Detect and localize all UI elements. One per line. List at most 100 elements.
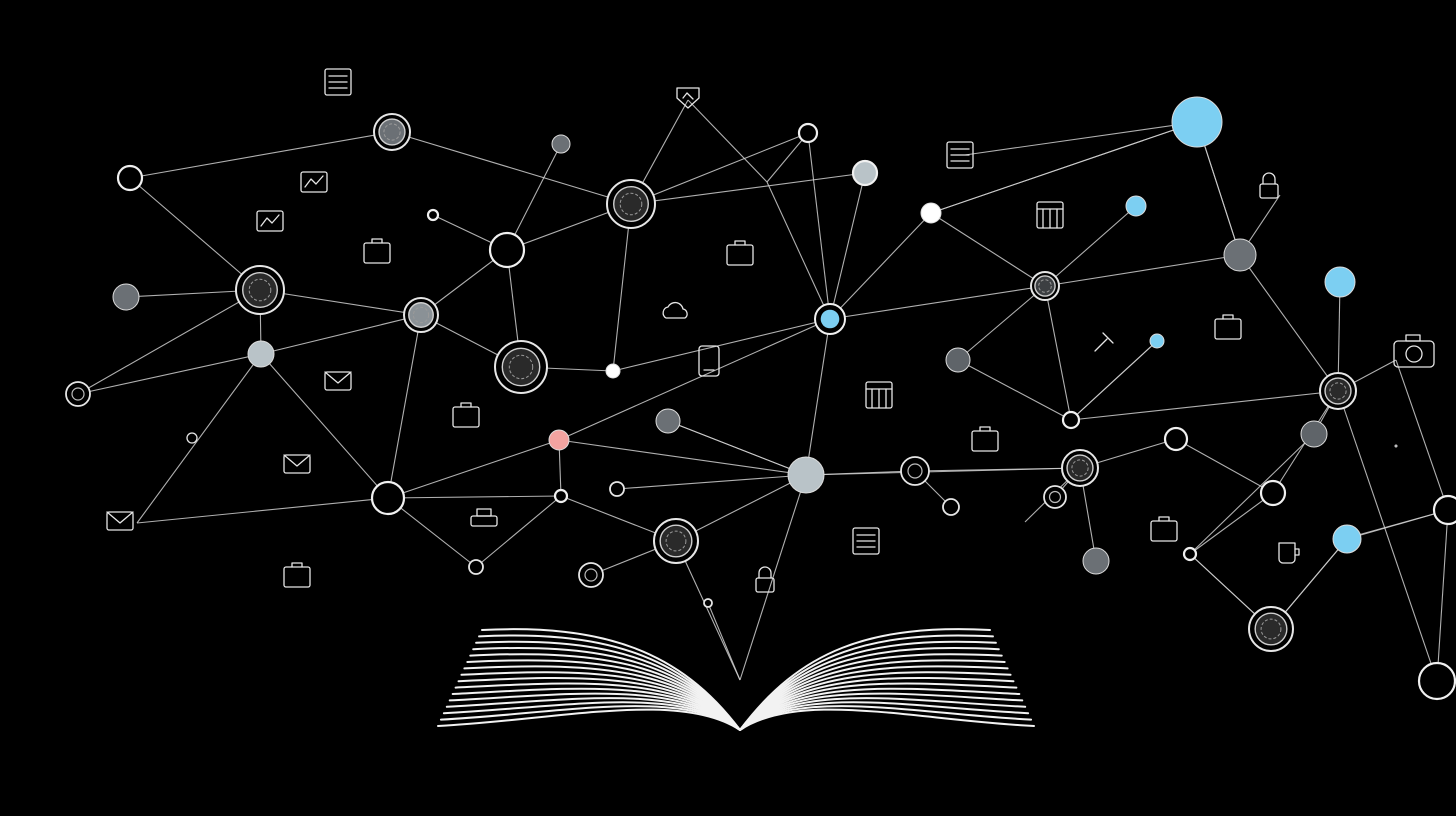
phone-icon: [698, 345, 720, 377]
book-page-line: [448, 692, 741, 731]
network-edge: [259, 289, 422, 316]
book-page-line: [739, 682, 1018, 731]
network-node: [494, 340, 548, 394]
network-edge: [667, 420, 807, 476]
network-node: [1259, 479, 1287, 507]
network-node: [116, 164, 144, 192]
network-edge: [957, 285, 1046, 361]
network-edge: [558, 439, 807, 476]
network-node: [1417, 661, 1456, 701]
network-edge: [707, 602, 741, 681]
network-node: [488, 231, 526, 269]
chart-icon: [300, 171, 328, 193]
network-edge: [1395, 359, 1449, 511]
network-edge: [829, 172, 866, 320]
network-node: [787, 456, 825, 494]
network-edge: [675, 474, 807, 542]
network-node: [1061, 410, 1081, 430]
mail-icon: [283, 454, 311, 474]
network-node: [1182, 546, 1198, 562]
network-edge: [136, 353, 262, 524]
network-edge: [136, 497, 389, 524]
document-icon: [946, 141, 974, 169]
network-node: [606, 179, 656, 229]
camera-icon: [1393, 334, 1435, 368]
book-page-line: [445, 697, 741, 731]
book-page-line: [739, 708, 1035, 731]
network-edge: [1337, 390, 1438, 682]
network-node: [1300, 420, 1328, 448]
calendar-icon: [1036, 201, 1064, 229]
network-edge: [1044, 285, 1072, 421]
network-edge: [506, 143, 562, 251]
network-node: [1248, 606, 1294, 652]
network-node: [247, 340, 275, 368]
network-node: [1432, 494, 1456, 526]
network-edge: [1070, 340, 1158, 421]
network-edge: [1239, 254, 1339, 392]
network-node: [1125, 195, 1147, 217]
network-edge: [1189, 433, 1315, 555]
network-edge: [129, 177, 261, 291]
book-page-line: [442, 701, 741, 731]
network-node: [703, 598, 713, 608]
network-edge: [807, 132, 831, 320]
briefcase-icon: [1214, 314, 1242, 340]
network-edge: [475, 495, 562, 568]
network-edge: [129, 131, 393, 179]
network-edge: [1044, 254, 1241, 287]
book-page-line: [739, 676, 1015, 731]
network-node: [920, 202, 942, 224]
book-page-line: [739, 701, 1030, 731]
book-page-line: [439, 705, 741, 731]
network-node: [578, 562, 604, 588]
network-edge: [829, 285, 1046, 320]
network-node: [1082, 547, 1110, 575]
cup-icon: [1278, 542, 1300, 564]
network-node: [1394, 444, 1398, 448]
hammer-icon: [1094, 332, 1114, 352]
network-node: [551, 134, 571, 154]
network-node: [548, 429, 570, 451]
network-edge: [1189, 492, 1274, 555]
network-node: [1043, 485, 1067, 509]
document-icon: [852, 527, 880, 555]
network-node: [655, 408, 681, 434]
network-edge: [630, 132, 809, 205]
network-edge: [957, 359, 1072, 421]
network-node: [112, 283, 140, 311]
network-edge: [914, 467, 1081, 472]
network-node: [1223, 238, 1257, 272]
network-edge: [675, 540, 741, 681]
network-node: [851, 159, 879, 187]
network-edge: [1044, 205, 1137, 287]
network-edge: [260, 353, 389, 499]
open-book-icon: [437, 628, 1035, 731]
network-node: [65, 381, 91, 407]
network-node: [553, 488, 569, 504]
network-node: [426, 208, 440, 222]
network-edge: [387, 314, 422, 499]
network-edge: [558, 318, 831, 441]
network-icons: [106, 68, 1435, 593]
network-edge: [387, 439, 560, 499]
book-page-line: [451, 687, 741, 731]
network-node: [1319, 372, 1357, 410]
folder-icon: [363, 238, 391, 264]
network-node: [1163, 426, 1189, 452]
network-edge: [829, 212, 932, 320]
book-page-line: [739, 705, 1033, 731]
network-node: [653, 518, 699, 564]
book-page-line: [457, 676, 741, 731]
folder-icon: [283, 562, 311, 588]
book-page-line: [739, 687, 1021, 731]
bag-icon: [452, 402, 480, 428]
network-edge: [964, 121, 1198, 156]
network-edge: [766, 132, 809, 183]
network-edge: [930, 121, 1198, 214]
network-node: [609, 481, 625, 497]
network-node: [370, 480, 406, 516]
envelope-icon: [106, 511, 134, 531]
document-icon: [324, 68, 352, 96]
